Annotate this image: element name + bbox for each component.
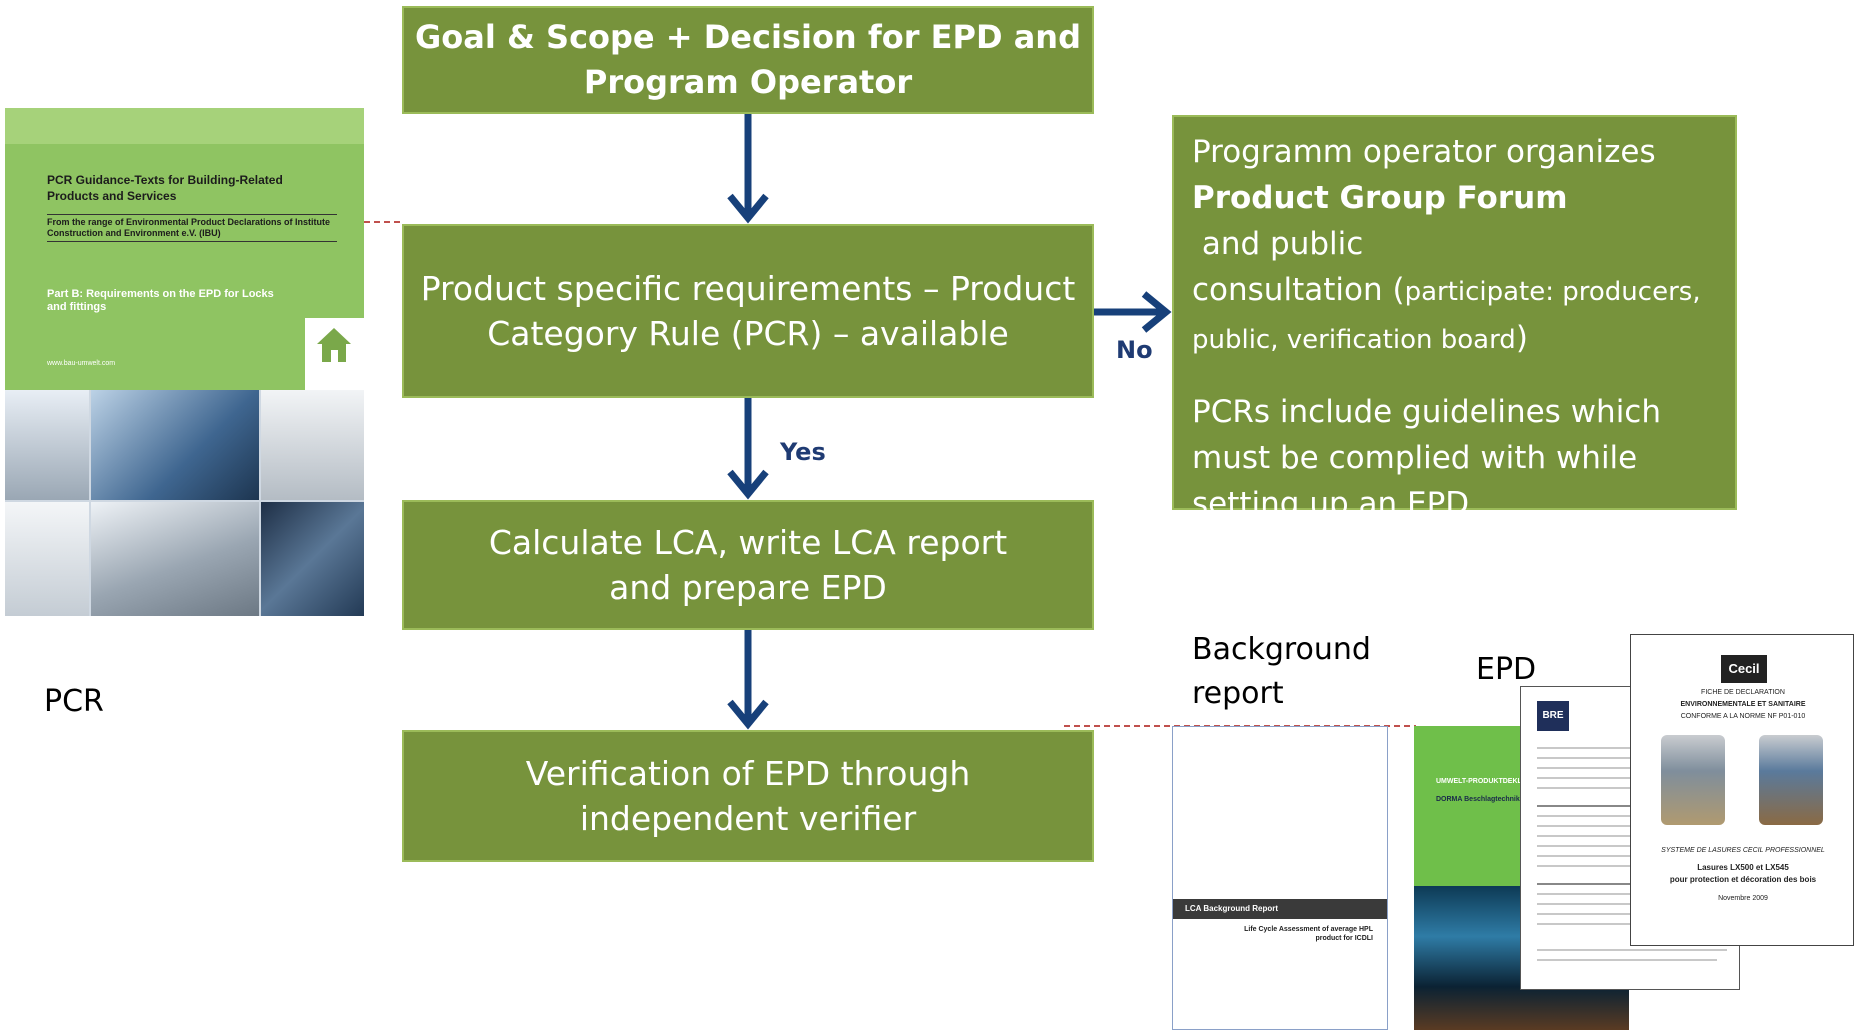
- step3-line2: and prepare EPD: [609, 568, 887, 607]
- pcr-doc-part: Part B: Requirements on the EPD for Lock…: [47, 288, 274, 313]
- no-label: No: [1116, 336, 1153, 364]
- bre-text-line: [1537, 805, 1707, 807]
- bre-text-line: [1537, 747, 1687, 749]
- side-p1-consultation: consultation (: [1192, 272, 1405, 308]
- door-closer-photo: [91, 502, 259, 616]
- arrow-step1-to-step2: [727, 114, 769, 224]
- yes-label: Yes: [780, 438, 826, 466]
- epd-green-company: DORMA Beschlagtechnik: [1436, 796, 1520, 803]
- bre-text-line: [1537, 845, 1687, 847]
- arrow-step3-to-step4: [727, 630, 769, 730]
- epd-cecil-thumbnail: Cecil FICHE DE DECLARATION ENVIRONNEMENT…: [1630, 634, 1854, 946]
- background-caption-line2: report: [1192, 676, 1284, 711]
- side-p1-line1: Programm operator organizes: [1192, 134, 1656, 170]
- pcr-caption: PCR: [44, 684, 104, 719]
- cylinder-photo: [5, 502, 89, 616]
- side-para-2: PCRs include guidelines which must be co…: [1192, 389, 1717, 527]
- bre-text-line: [1537, 825, 1697, 827]
- arrow-no-to-side-box: [1094, 291, 1172, 333]
- paint-can-protection: [1759, 735, 1823, 825]
- bre-text-line: [1537, 777, 1647, 779]
- pcr-doc-title: PCR Guidance-Texts for Building-Related …: [47, 173, 283, 203]
- bre-text-line: [1537, 913, 1697, 915]
- step4-line1: Verification of EPD through: [525, 754, 971, 793]
- cecil-line7: Novembre 2009: [1718, 895, 1768, 902]
- pcr-doc-photo-collage: [5, 390, 364, 616]
- cecil-line2: ENVIRONNEMENTALE ET SANITAIRE: [1680, 701, 1806, 708]
- bre-logo: BRE: [1537, 701, 1569, 731]
- paint-can-impregnator: [1661, 735, 1725, 825]
- side-p2-line1: PCRs include guidelines which: [1192, 394, 1661, 430]
- side-para-1: Programm operator organizes Product Grou…: [1192, 129, 1717, 363]
- hinge-photo: [261, 390, 364, 500]
- step4-line2: independent verifier: [579, 799, 917, 838]
- background-report-thumbnail: LCA Background Report Life Cycle Assessm…: [1172, 726, 1388, 1030]
- pcr-document-thumbnail: PCR Guidance-Texts for Building-Related …: [5, 108, 364, 616]
- bre-text-line: [1537, 815, 1687, 817]
- side-p2-line3: setting up an EPD: [1192, 486, 1470, 522]
- flow-step-verification: Verification of EPD through independent …: [402, 730, 1094, 862]
- side-p1-small2: public, verification board: [1192, 325, 1516, 355]
- cecil-line3: CONFORME A LA NORME NF P01-010: [1680, 713, 1806, 720]
- side-p1-line2: Product Group Forum and public: [1192, 175, 1717, 267]
- step1-line2: Program Operator: [583, 63, 913, 101]
- door-handle-photo: [91, 390, 259, 500]
- side-p2-line2: must be complied with while: [1192, 440, 1638, 476]
- flow-step-goal-scope: Goal & Scope + Decision for EPD and Prog…: [402, 6, 1094, 114]
- bre-text-line: [1537, 757, 1657, 759]
- arrow-yes-to-step3: [727, 398, 769, 500]
- cecil-line1: FICHE DE DECLARATION: [1701, 689, 1785, 696]
- bre-text-line: [1537, 787, 1677, 789]
- epd-green-header: UMWELT-PRODUKTDEKLARATION: [1436, 778, 1554, 785]
- bre-text-line: [1537, 865, 1697, 867]
- cecil-line5: Lasures LX500 et LX545: [1697, 863, 1789, 872]
- step2-line1: Product specific requirements – Product: [420, 269, 1076, 308]
- bre-text-line: [1537, 855, 1677, 857]
- bre-text-line: [1537, 893, 1687, 895]
- step3-line1: Calculate LCA, write LCA report: [488, 523, 1008, 562]
- pcr-doc-top-band: [5, 108, 364, 144]
- epd-caption: EPD: [1476, 652, 1537, 687]
- side-p1-after-bold: and public: [1192, 226, 1364, 262]
- cecil-line6: pour protection et décoration des bois: [1669, 875, 1817, 884]
- bre-text-line: [1537, 949, 1727, 951]
- step2-line2: Category Rule (PCR) – available: [487, 314, 1009, 353]
- side-p1-bold: Product Group Forum: [1192, 180, 1568, 216]
- cecil-logo: Cecil: [1721, 655, 1767, 683]
- bre-text-line: [1537, 767, 1697, 769]
- bre-text-line: [1537, 883, 1707, 885]
- side-p1-small1: participate: producers,: [1404, 277, 1701, 307]
- bre-text-line: [1537, 923, 1657, 925]
- flow-step-calculate-lca: Calculate LCA, write LCA report and prep…: [402, 500, 1094, 630]
- lock-photo: [5, 390, 89, 500]
- bg-report-header: LCA Background Report: [1173, 899, 1387, 919]
- pcr-doc-url: www.bau-umwelt.com: [47, 360, 116, 367]
- flow-step-pcr-available: Product specific requirements – Product …: [402, 224, 1094, 398]
- side-p1-close: ): [1515, 320, 1528, 356]
- bre-text-line: [1537, 959, 1717, 961]
- bre-text-line: [1537, 835, 1667, 837]
- ibu-house-logo: [305, 318, 364, 390]
- bre-text-line: [1537, 903, 1677, 905]
- side-p1-line4: public, verification board): [1192, 315, 1717, 363]
- window-fitting-photo: [261, 502, 364, 616]
- cecil-line4: SYSTEME DE LASURES CECIL PROFESSIONNEL: [1661, 847, 1825, 854]
- background-report-caption: Background report: [1192, 628, 1371, 716]
- bg-report-title: Life Cycle Assessment of average HPL pro…: [1244, 926, 1373, 942]
- side-p1-line3: consultation (participate: producers,: [1192, 267, 1717, 315]
- step1-line1: Goal & Scope + Decision for EPD and: [415, 18, 1081, 56]
- program-operator-box: Programm operator organizes Product Grou…: [1172, 115, 1737, 522]
- pcr-doc-subtitle: From the range of Environmental Product …: [47, 214, 337, 242]
- background-caption-line1: Background: [1192, 632, 1371, 667]
